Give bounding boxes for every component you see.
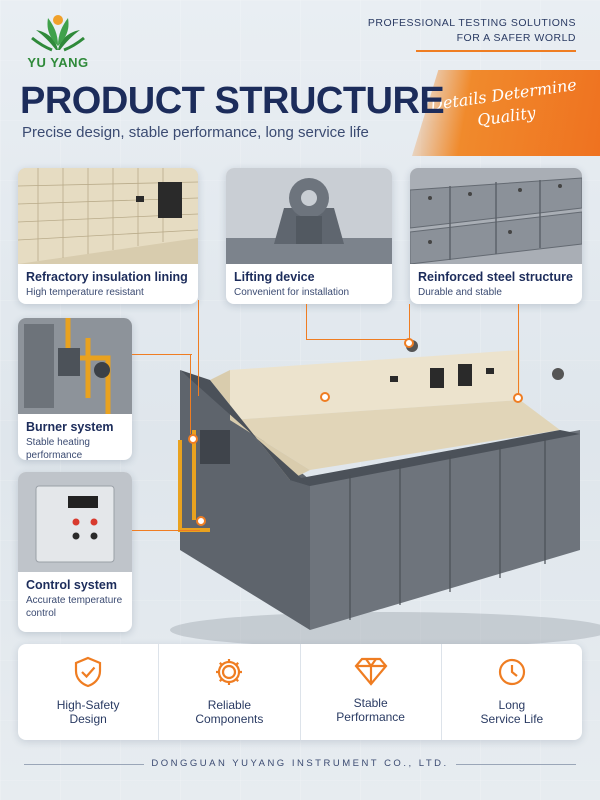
- card-burner-system: Burner system Stable heating performance: [18, 318, 132, 460]
- control-system-image: [18, 472, 132, 572]
- burner-system-image: [18, 318, 132, 414]
- feature-line1: High-Safety: [56, 698, 120, 712]
- tagline-line2: FOR A SAFER WORLD: [456, 32, 576, 44]
- connector-burner: [132, 354, 192, 355]
- lifting-device-image: [226, 168, 392, 264]
- card-label: Control system: [26, 578, 117, 592]
- card-label: Reinforced steel structure: [418, 270, 573, 284]
- card-label: Burner system: [26, 420, 114, 434]
- connector-dot-lifting: [404, 338, 414, 348]
- gear-icon: [216, 659, 243, 685]
- card-control-system: Control system Accurate temperature cont…: [18, 472, 132, 632]
- brand-name: YU YANG: [27, 55, 89, 70]
- card-lifting-device: Lifting device Convenient for installati…: [226, 168, 392, 304]
- connector-lifting: [306, 304, 410, 340]
- feature-line1: Reliable: [207, 698, 252, 712]
- page-title: PRODUCT STRUCTURE: [20, 80, 445, 122]
- refractory-lining-image: [18, 168, 198, 264]
- feature-line1: Stable: [353, 696, 388, 710]
- steel-structure-image: [410, 168, 582, 264]
- furnace-illustration: [170, 340, 600, 648]
- connector-lining: [198, 300, 326, 396]
- card-desc: Durable and stable: [418, 287, 502, 298]
- diamond-icon: [354, 657, 388, 686]
- feature-line2: Components: [195, 712, 264, 726]
- card-desc: Convenient for installation: [234, 287, 350, 298]
- orange-banner: [412, 70, 600, 156]
- brand-logo: YU YANG: [18, 10, 98, 72]
- feature-line2: Performance: [336, 710, 405, 724]
- clock-icon: [498, 658, 525, 686]
- connector-steel: [518, 304, 519, 396]
- feature-line2: Service Life: [480, 712, 544, 726]
- tagline: PROFESSIONAL TESTING SOLUTIONS FOR A SAF…: [368, 16, 576, 52]
- footer-company: DONGGUAN YUYANG INSTRUMENT CO., LTD.: [151, 758, 449, 769]
- page-subtitle: Precise design, stable performance, long…: [22, 124, 369, 141]
- connector-dot-control: [196, 516, 206, 526]
- card-steel-structure: Reinforced steel structure Durable and s…: [410, 168, 582, 304]
- card-desc: Stable heating performance: [26, 437, 90, 460]
- card-label: Refractory insulation lining: [26, 270, 188, 284]
- tagline-underline: [416, 50, 576, 52]
- tagline-line1: PROFESSIONAL TESTING SOLUTIONS: [367, 17, 576, 29]
- connector-dot-steel: [513, 393, 523, 403]
- feature-line1: Long: [498, 698, 526, 712]
- footer-line-left: [24, 764, 144, 765]
- connector-control: [132, 530, 200, 531]
- connector-burner-vertical: [190, 354, 191, 434]
- card-refractory-lining: Refractory insulation lining High temper…: [18, 168, 198, 304]
- card-label: Lifting device: [234, 270, 315, 284]
- footer-line-right: [456, 764, 576, 765]
- connector-dot-lining: [320, 392, 330, 402]
- card-desc: High temperature resistant: [26, 287, 144, 298]
- shield-check-icon: [75, 656, 102, 688]
- card-desc: Accurate temperature control: [26, 595, 123, 619]
- connector-dot-burner: [188, 434, 198, 444]
- yuyang-logo-icon: [31, 15, 85, 52]
- feature-line2: Design: [69, 712, 107, 726]
